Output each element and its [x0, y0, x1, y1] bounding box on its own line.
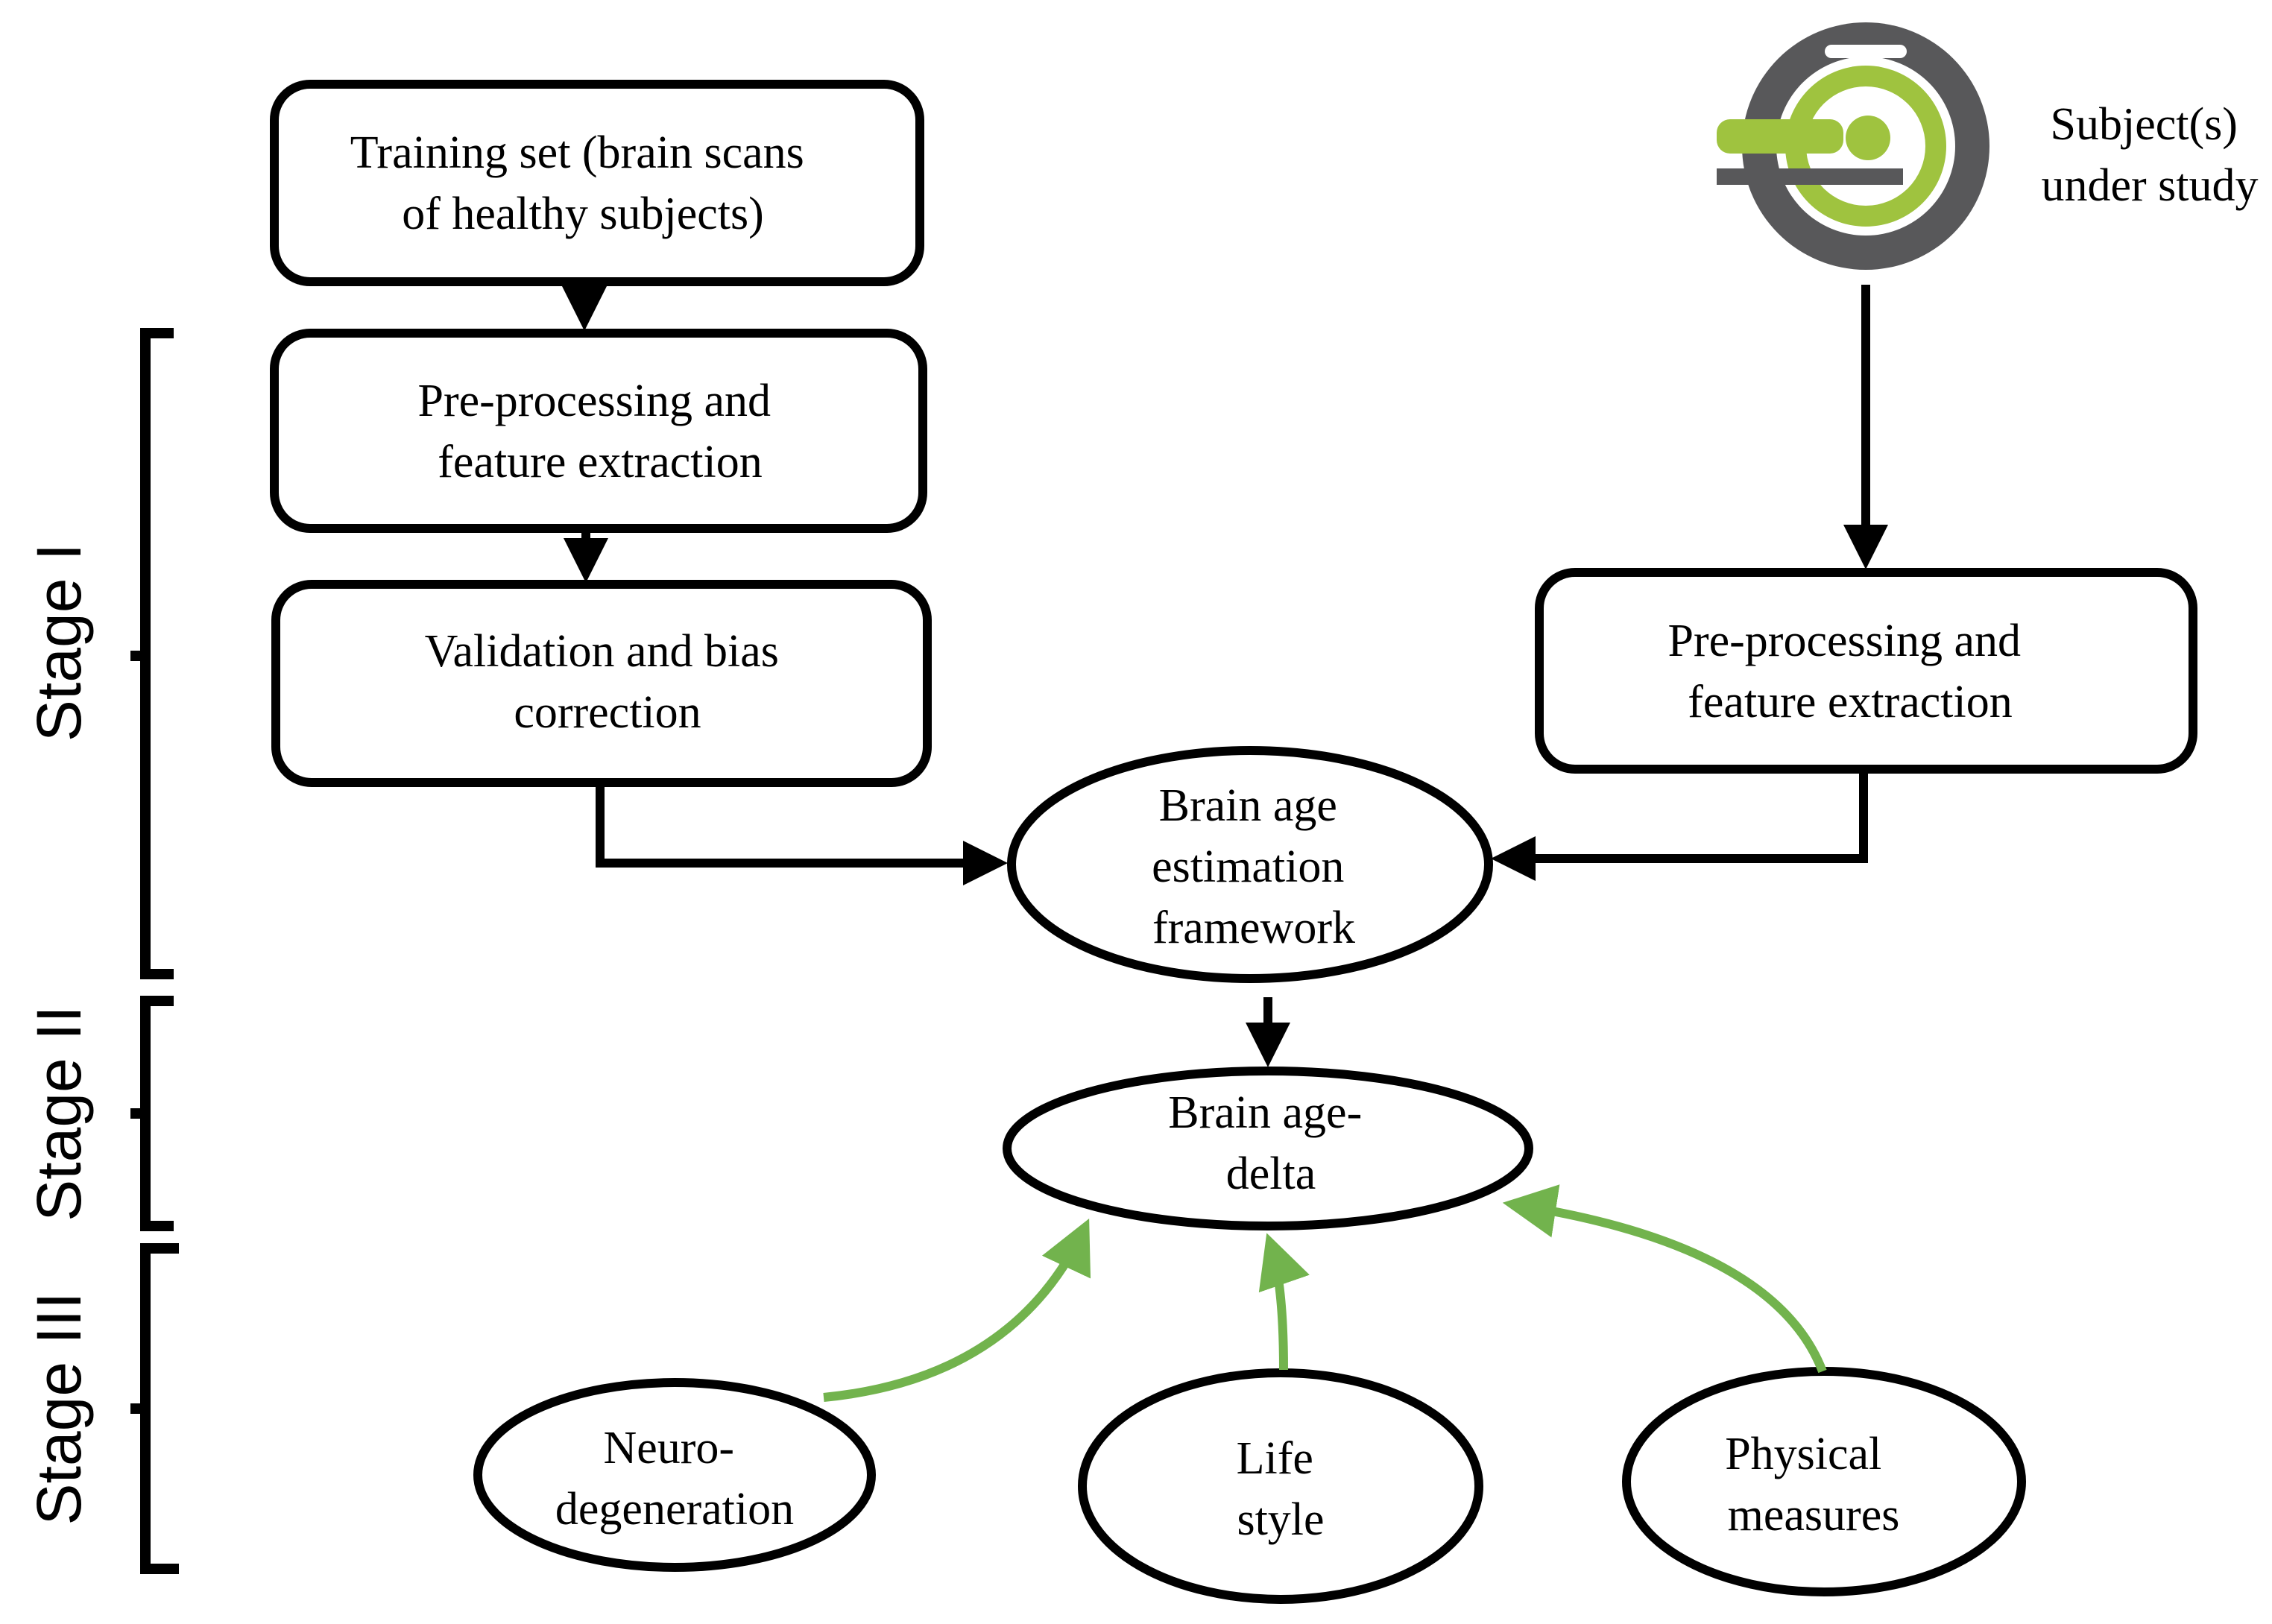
estimation-line-2: estimation	[1152, 841, 1344, 892]
green-arrow-neuro-to-delta	[823, 1218, 1091, 1402]
right-preprocessing-line-1: Pre-processing and	[1668, 616, 2021, 666]
svg-text:Pre-processing and featu: Pre-processing and feature extraction	[418, 376, 783, 487]
stage-2-bracket	[130, 996, 174, 1231]
left-preprocessing-box: Pre-processing and feature extraction	[270, 329, 927, 533]
estimation-line-3: framework	[1152, 903, 1355, 953]
green-arrow-lifestyle-to-delta	[1258, 1233, 1310, 1371]
svg-text:Brain age estimation: Brain age estimation framework	[1152, 780, 1356, 953]
subjects-label-line-1: Subject(s)	[2051, 99, 2238, 150]
stage-3-bracket	[130, 1243, 179, 1574]
physical-measures-ellipse: Physical measures	[1622, 1367, 2026, 1596]
validation-box: Validation and bias correction	[271, 580, 932, 787]
svg-text:Pre-processing and featu: Pre-processing and feature extraction	[1668, 616, 2033, 727]
brain-age-delta-ellipse: Brain age- delta	[1003, 1067, 1533, 1230]
subjects-label: Subject(s) under study	[2041, 99, 2258, 211]
green-arrow-physical-to-delta	[1502, 1184, 1827, 1374]
svg-text:Life style: Life style	[1237, 1433, 1325, 1545]
lifestyle-line-1: Life	[1237, 1433, 1313, 1484]
svg-text:Neuro- degeneration: Neuro- degeneration	[555, 1423, 794, 1535]
svg-text:Brain age- delta: Brain age- delta	[1168, 1087, 1373, 1199]
delta-line-1: Brain age-	[1168, 1087, 1362, 1138]
svg-text:Validation and bias corr: Validation and bias correction	[425, 626, 791, 738]
stage-2-label: Stage II	[24, 1005, 94, 1222]
mri-scanner-icon	[1717, 22, 1989, 270]
arrow-preprocessing-to-estimation	[1491, 769, 1868, 881]
neuro-line-1: Neuro-	[603, 1423, 734, 1473]
validation-line-2: correction	[514, 687, 701, 738]
stage-1-bracket	[130, 328, 174, 979]
lifestyle-ellipse: Life style	[1078, 1368, 1483, 1604]
neuro-line-2: degeneration	[555, 1484, 794, 1535]
left-preprocessing-line-1: Pre-processing and	[418, 376, 771, 426]
delta-line-2: delta	[1226, 1149, 1316, 1199]
physical-line-1: Physical	[1725, 1429, 1881, 1479]
estimation-framework-ellipse: Brain age estimation framework	[1007, 746, 1493, 983]
right-preprocessing-box: Pre-processing and feature extraction	[1535, 568, 2197, 774]
neurodegeneration-ellipse: Neuro- degeneration	[473, 1378, 876, 1572]
arrow-validation-to-estimation	[596, 783, 1008, 885]
stage-1-label: Stage I	[24, 543, 94, 742]
training-set-line-1: Training set (brain scans	[350, 127, 804, 178]
stage-3-label: Stage III	[24, 1292, 94, 1526]
right-preprocessing-line-2: feature extraction	[1688, 677, 2012, 727]
estimation-line-1: Brain age	[1159, 780, 1337, 831]
training-set-box: Training set (brain scans of healthy sub…	[270, 80, 924, 286]
lifestyle-line-2: style	[1237, 1494, 1324, 1545]
svg-text:Training set (brain scans: Training set (brain scans of healthy sub…	[350, 127, 816, 239]
subjects-label-line-2: under study	[2041, 160, 2258, 211]
left-preprocessing-line-2: feature extraction	[438, 437, 762, 487]
validation-line-1: Validation and bias	[425, 626, 779, 677]
physical-line-2: measures	[1728, 1490, 1900, 1541]
svg-text:Physical measures: Physical measures	[1725, 1429, 1899, 1541]
training-set-line-2: of healthy subjects)	[402, 189, 764, 239]
